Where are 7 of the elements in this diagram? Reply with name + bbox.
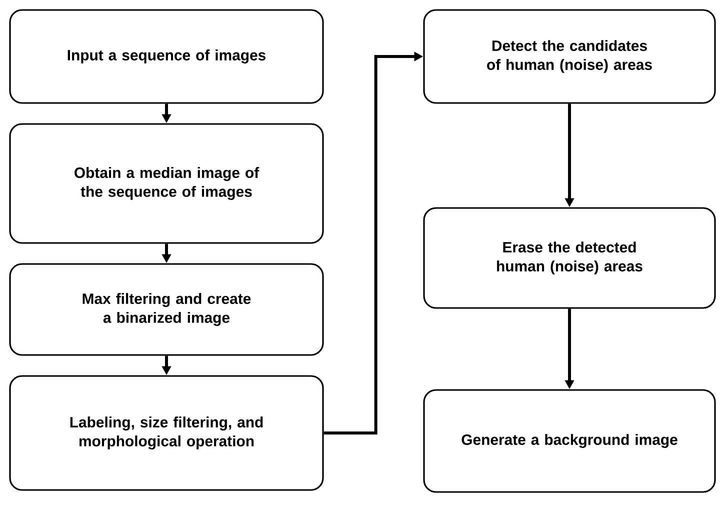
process-box: Max filtering and create a binarized image <box>9 263 324 356</box>
process-box: Detect the candidates of human (noise) areas <box>423 9 716 104</box>
process-box: Erase the detected human (noise) areas <box>423 207 716 309</box>
process-box: Obtain a median image of the sequence of images <box>9 123 324 244</box>
process-box: Input a sequence of images <box>9 9 324 104</box>
process-box: Generate a background image <box>423 389 716 493</box>
process-box: Labeling, size filtering, and morphological operation <box>9 375 324 491</box>
